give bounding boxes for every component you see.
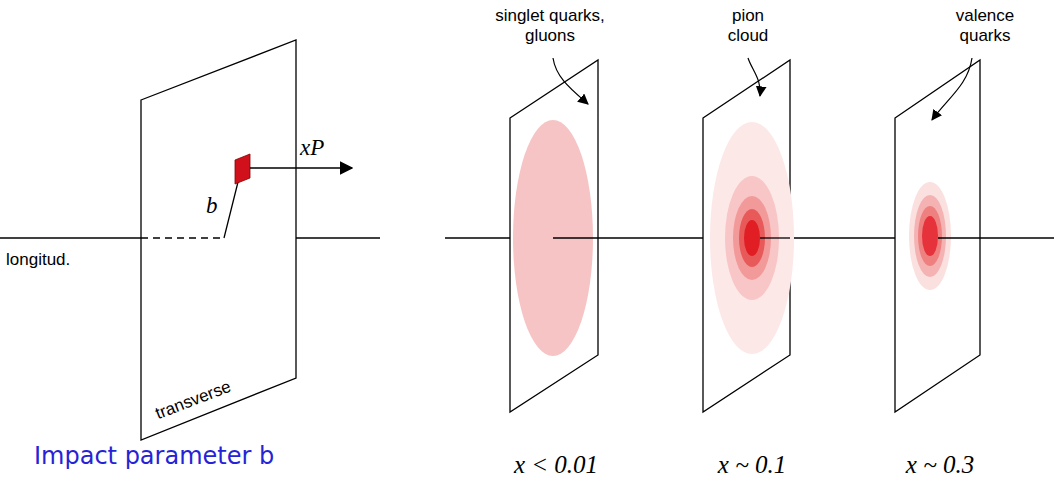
distribution-core <box>744 220 760 256</box>
axis-label: longitud. <box>6 250 70 270</box>
momentum-fraction-label: x ~ 0.1 <box>718 450 786 480</box>
distribution-core <box>922 216 938 256</box>
axis-line <box>938 237 980 238</box>
callout-label: singlet quarks, gluons <box>486 6 614 47</box>
valence-distribution <box>909 182 951 290</box>
plane-label: transverse <box>153 377 234 424</box>
leader-arrow <box>748 58 760 96</box>
caption-text: Impact parameter b <box>34 442 274 471</box>
axis-dashed <box>141 237 222 238</box>
momentum-fraction-label: x < 0.01 <box>514 450 598 480</box>
momentum-fraction-label: x ~ 0.3 <box>906 450 974 480</box>
callout-label: pion cloud <box>717 6 779 47</box>
pion-cloud-distribution <box>710 122 794 354</box>
axis-line <box>0 237 141 238</box>
transverse-plane <box>510 60 598 412</box>
axis-line <box>760 237 790 238</box>
momentum-label: xP <box>300 134 324 162</box>
axis-line <box>790 237 895 238</box>
impact-parameter-line <box>224 182 238 238</box>
parton-patch <box>235 154 250 184</box>
leader-arrow <box>553 58 588 104</box>
impact-parameter-label: b <box>206 192 218 220</box>
axis-line <box>445 237 510 238</box>
axis-line <box>980 237 1054 238</box>
distribution-ring <box>914 195 946 277</box>
axis-line <box>598 237 703 238</box>
momentum-arrow <box>250 167 352 169</box>
distribution-ring <box>918 206 942 266</box>
axis-line <box>296 237 380 238</box>
transverse-plane <box>141 40 296 440</box>
axis-line <box>553 237 598 238</box>
leader-arrow <box>932 58 972 120</box>
callout-label: valence quarks <box>943 6 1027 47</box>
